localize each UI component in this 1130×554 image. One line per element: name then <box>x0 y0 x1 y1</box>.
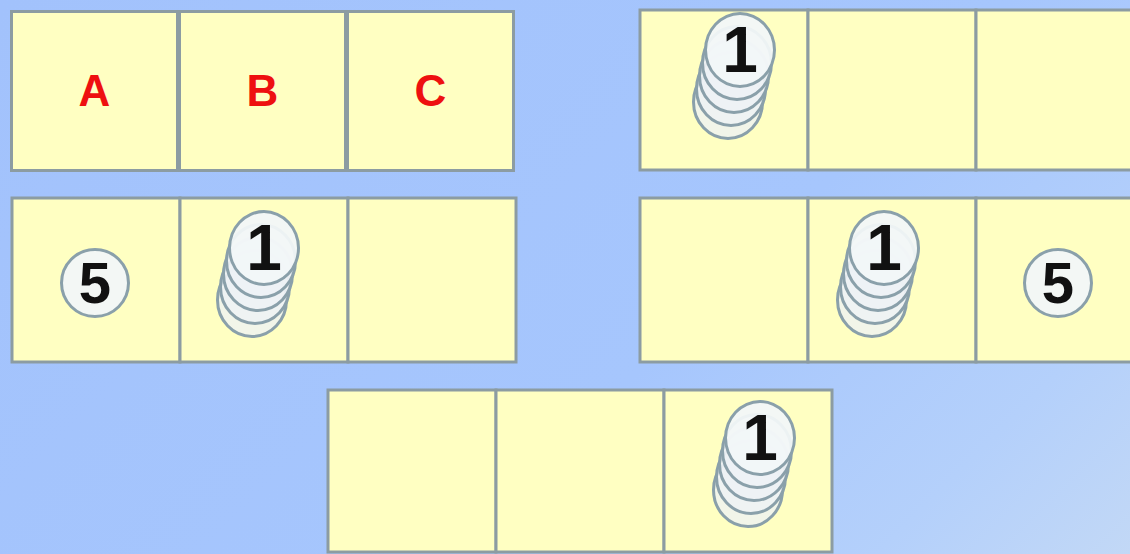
peg-letter: B <box>247 69 279 113</box>
peg-letter: A <box>79 69 111 113</box>
disk-number: 1 <box>866 216 902 280</box>
peg-cell <box>348 198 516 362</box>
disk: 5 <box>1023 248 1093 318</box>
peg-cell <box>664 390 832 552</box>
disk: 5 <box>60 248 130 318</box>
peg-cell <box>808 10 976 170</box>
peg-cell: B <box>178 10 347 172</box>
disk: 1 <box>724 400 796 476</box>
peg-cell <box>976 10 1130 170</box>
disk: 1 <box>848 210 920 286</box>
peg-cell: A <box>10 10 179 172</box>
peg-cell <box>12 198 180 362</box>
peg-cell <box>496 390 664 552</box>
peg-cell <box>328 390 496 552</box>
peg-cell <box>976 198 1130 362</box>
disk-number: 1 <box>742 406 778 470</box>
disk-number: 1 <box>246 216 282 280</box>
peg-cell <box>640 10 808 170</box>
disk-number: 1 <box>722 18 758 82</box>
peg-cell <box>180 198 348 362</box>
disk: 1 <box>704 12 776 88</box>
disk-number: 5 <box>79 254 111 312</box>
peg-cell <box>640 198 808 362</box>
peg-letter: C <box>415 69 447 113</box>
disk-number: 5 <box>1042 254 1074 312</box>
disk: 1 <box>228 210 300 286</box>
peg-cell: C <box>346 10 515 172</box>
peg-cell <box>808 198 976 362</box>
